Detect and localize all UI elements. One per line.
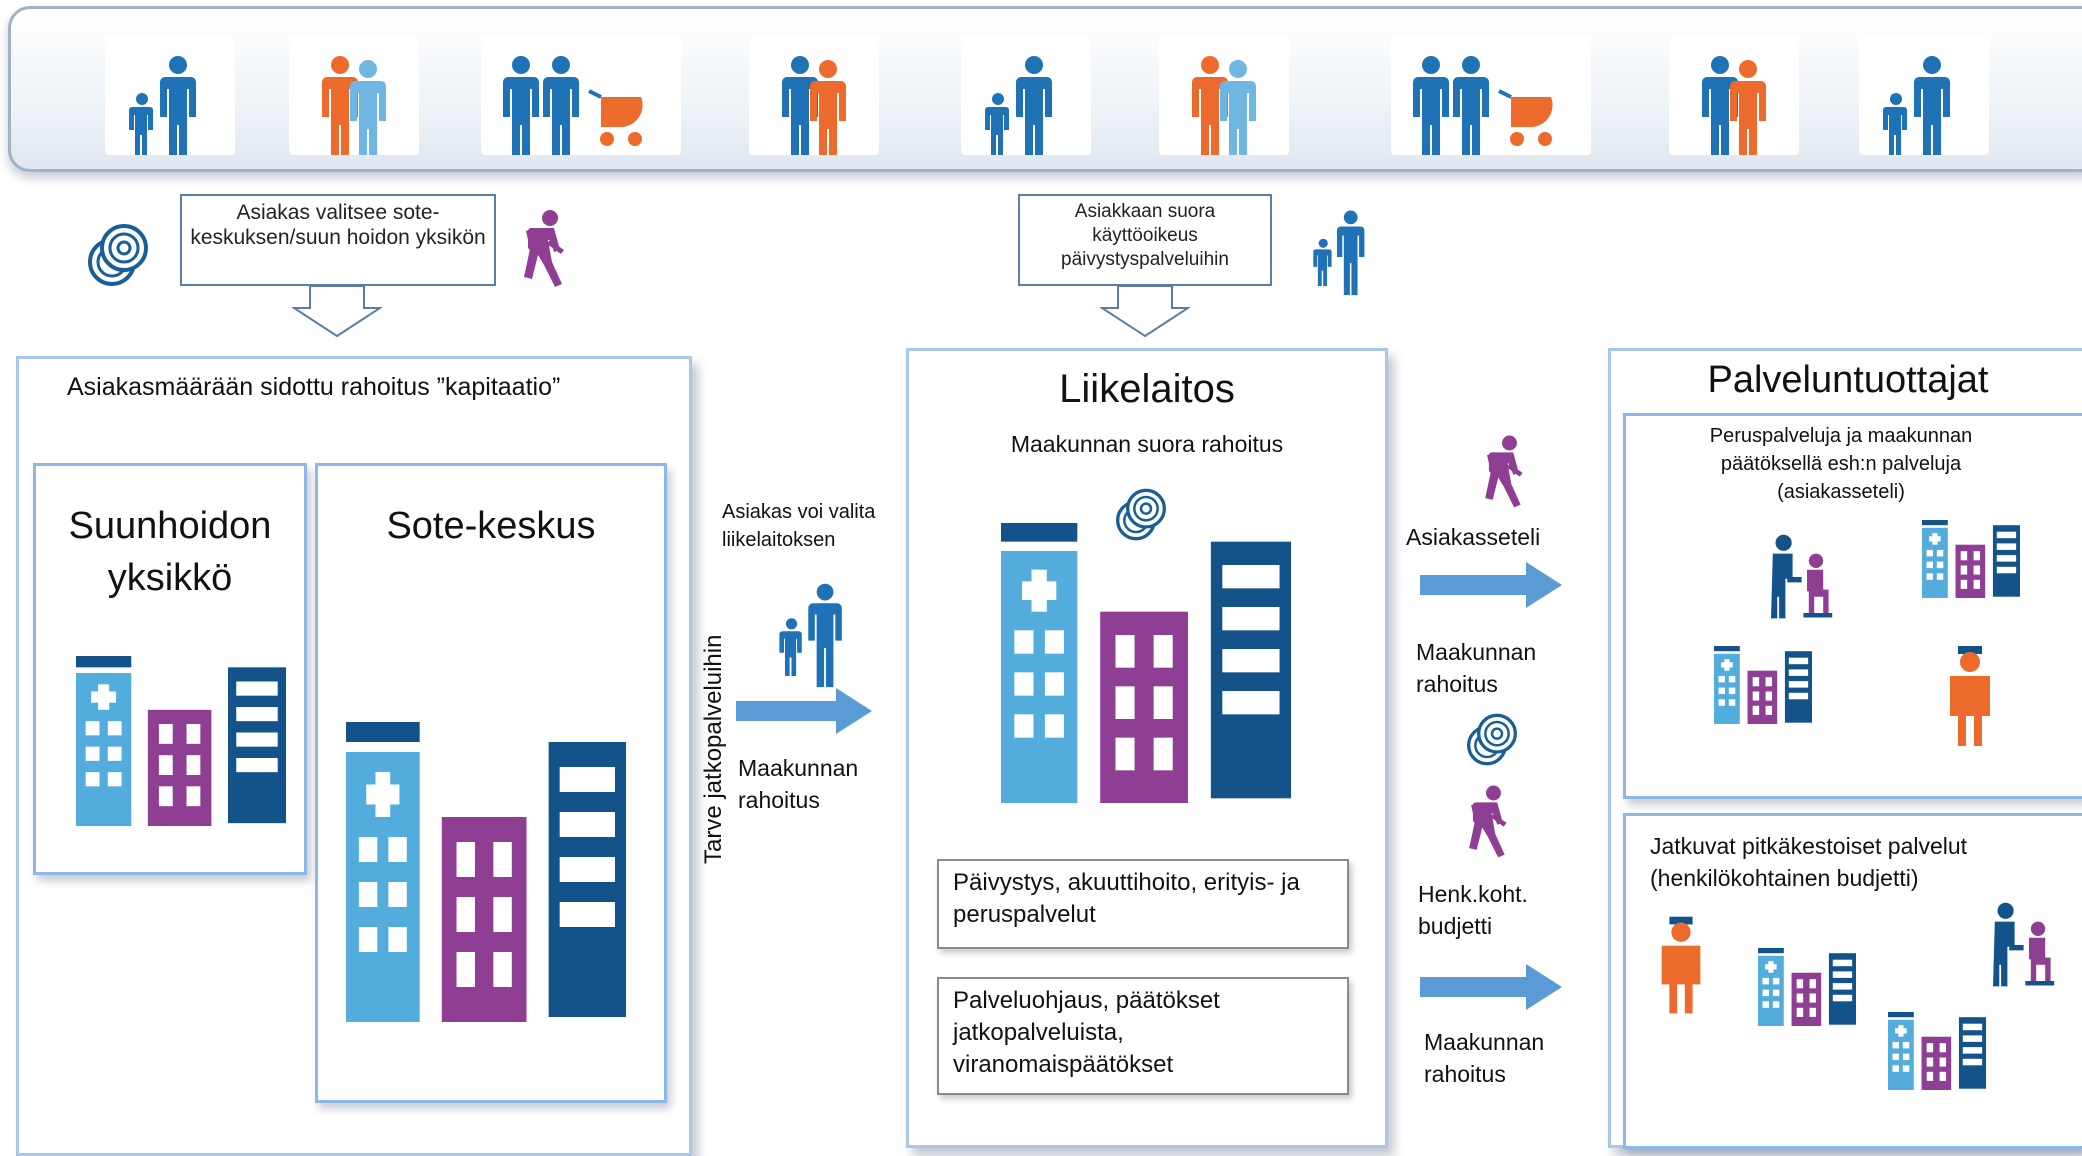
middle-funding-label: Maakunnan rahoitus [738,755,859,813]
service-guidance-text: Palveluohjaus, päätökset jatkopalveluist… [953,987,1220,1078]
adult-child-icon [961,37,1091,167]
further-services-label: Tarve jatkopalveluihin [700,634,727,864]
capitation-title: Asiakasmäärään sidottu rahoitus ”kapitaa… [67,373,561,401]
adult-child-icon [1859,37,1989,167]
dental-unit-box: Suunhoidon yksikkö [33,463,307,875]
right-arrow-icon [736,688,872,734]
people-banner [8,6,2082,172]
coins-icon [82,222,148,286]
voucher-label: Asiakasseteli [1406,524,1541,550]
sote-center-label: Sote-keskus [386,505,596,547]
down-arrow-icon [292,285,382,338]
callout-direct-access-text: Asiakkaan suora käyttöoikeus päivystyspa… [1061,201,1229,270]
choice-text: Asiakas voi valita liikelaitoksen [722,501,876,551]
right-funding-label-2: Maakunnan rahoitus [1424,1029,1545,1087]
callout-choose-center: Asiakas valitsee sote-keskuksen/suun hoi… [180,194,496,286]
dental-unit-label: Suunhoidon yksikkö [68,505,272,599]
personal-budget-label: Henk.koht. budjetti [1418,881,1528,939]
coins-icon [1462,712,1518,766]
service-providers-panel: Palveluntuottajat Peruspalveluja ja maak… [1608,348,2082,1149]
emergency-services-text: Päivystys, akuuttihoito, erityis- ja per… [953,869,1300,928]
callout-choose-center-text: Asiakas valitsee sote-keskuksen/suun hoi… [190,201,486,249]
voucher-providers-box: Peruspalveluja ja maakunnan päätöksellä … [1623,413,2082,799]
right-arrow-icon [1420,964,1562,1010]
buildings-icon [1714,646,1812,724]
service-guidance-box: Palveluohjaus, päätökset jatkopalveluist… [937,977,1349,1095]
buildings-icon [1001,523,1291,803]
adult-child-icon [1300,196,1380,296]
adult-child-icon [762,566,862,688]
mother-baby-icon [749,37,879,171]
enterprise-panel: Liikelaitos Maakunnan suora rahoitus Päi… [906,348,1388,1148]
doctor-patient-icon [1978,900,2062,990]
mother-baby-icon [1669,37,1799,171]
elderly-caregiver-icon [289,37,419,171]
buildings-icon [76,656,286,826]
callout-direct-access: Asiakkaan suora käyttöoikeus päivystyspa… [1018,194,1272,286]
enterprise-title: Liikelaitos [1059,367,1235,411]
capitation-panel: Asiakasmäärään sidottu rahoitus ”kapitaa… [16,356,692,1156]
hiker-icon [1474,430,1530,512]
enterprise-subtitle: Maakunnan suora rahoitus [1010,431,1284,457]
doctor-patient-icon [1756,532,1840,622]
hiker-icon [1458,780,1514,862]
emergency-services-box: Päivystys, akuuttihoito, erityis- ja per… [937,859,1349,949]
hiker-icon [512,208,572,288]
elderly-caregiver-icon [1159,37,1289,171]
buildings-icon [1888,1012,1986,1090]
couple-stroller-icon [481,37,681,167]
buildings-icon [1758,948,1856,1026]
right-arrow-icon [1420,562,1562,608]
nurse-icon [1652,910,1710,1022]
buildings-icon [346,722,626,1022]
personal-budget-providers-text: Jatkuvat pitkäkestoiset palvelut (henkil… [1650,833,1968,891]
buildings-icon [1922,520,2020,598]
couple-stroller-icon [1391,37,1591,167]
providers-title: Palveluntuottajat [1707,359,1989,401]
voucher-providers-text: Peruspalveluja ja maakunnan päätöksellä … [1709,425,1973,503]
right-funding-label-1: Maakunnan rahoitus [1416,639,1537,697]
personal-budget-providers-box: Jatkuvat pitkäkestoiset palvelut (henkil… [1623,813,2082,1149]
down-arrow-icon [1100,285,1190,338]
nurse-icon [1940,642,2000,752]
adult-child-icon [105,37,235,167]
sote-center-box: Sote-keskus [315,463,667,1103]
